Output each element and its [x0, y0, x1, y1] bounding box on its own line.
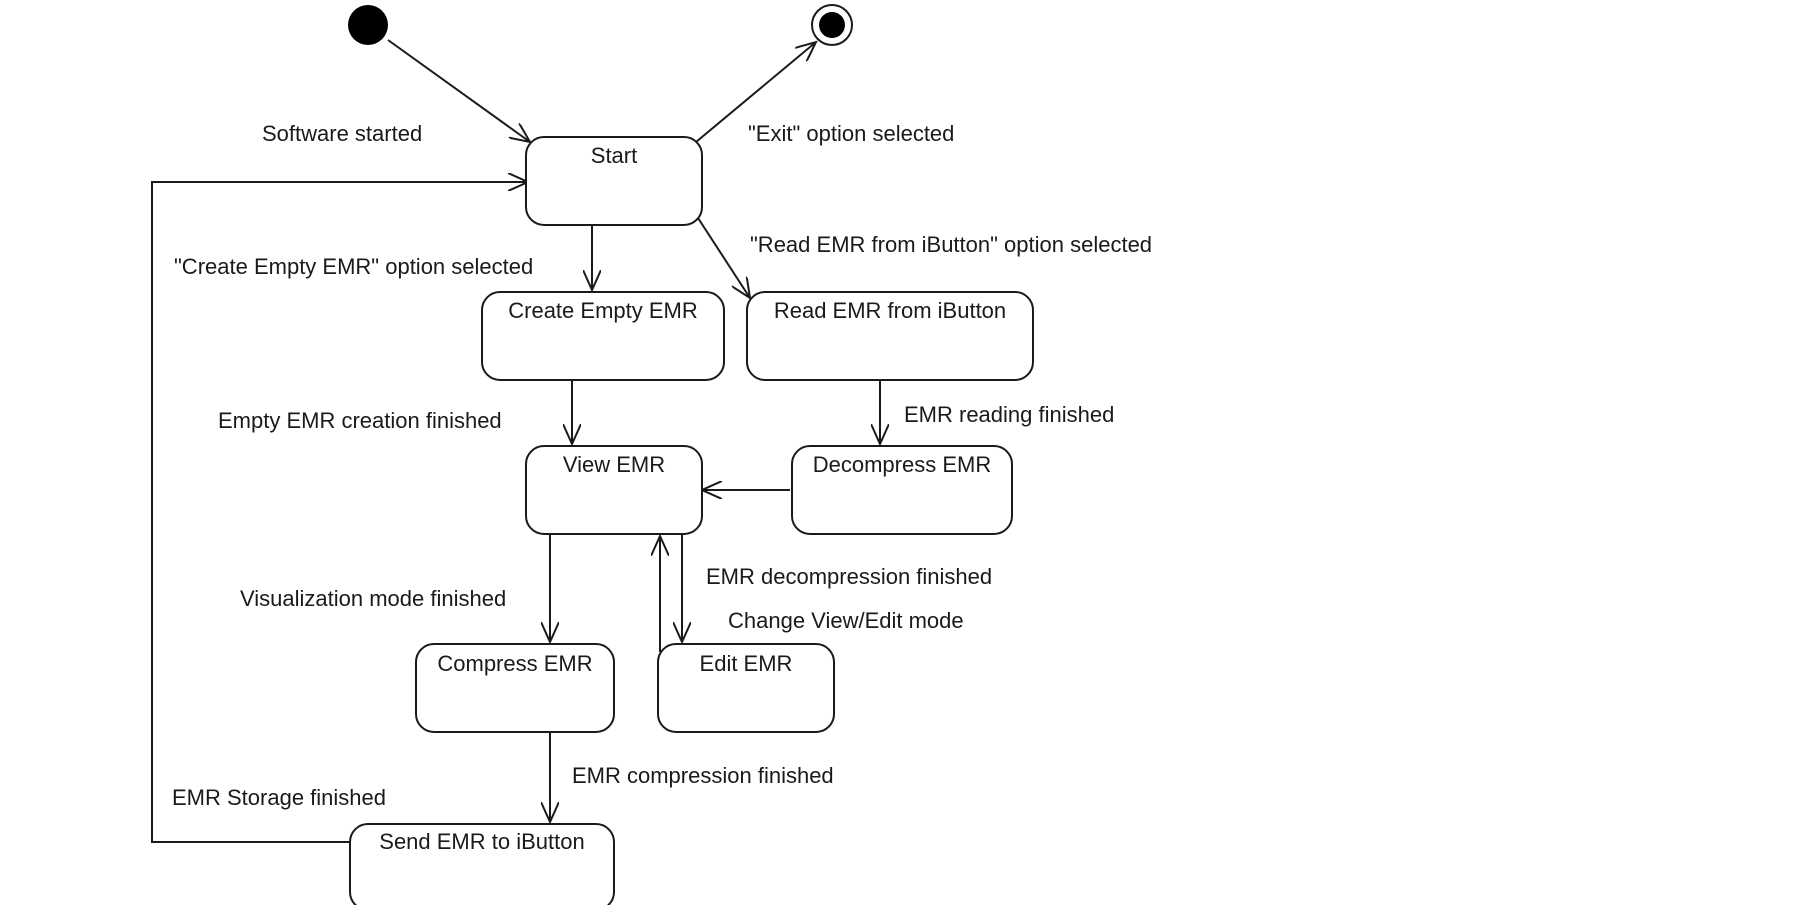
state-decompress-emr-label: Decompress EMR [813, 452, 991, 477]
edge-start-to-read [697, 217, 750, 298]
state-create-empty-emr: Create Empty EMR [481, 291, 725, 381]
state-compress-emr: Compress EMR [415, 643, 615, 733]
state-send-emr-to-ibutton-label: Send EMR to iButton [379, 829, 584, 854]
label-empty-creation-finished: Empty EMR creation finished [218, 408, 502, 433]
edge-initial-to-start [387, 39, 530, 142]
state-edit-emr-label: Edit EMR [700, 651, 793, 676]
state-view-emr: View EMR [525, 445, 703, 535]
label-visualization-finished: Visualization mode finished [240, 586, 506, 611]
label-read-selected: "Read EMR from iButton" option selected [750, 232, 1152, 257]
state-start: Start [525, 136, 703, 226]
edges [151, 39, 880, 843]
edge-start-to-final [695, 42, 816, 143]
state-read-emr-from-ibutton: Read EMR from iButton [746, 291, 1034, 381]
state-start-label: Start [591, 143, 637, 168]
label-create-selected: "Create Empty EMR" option selected [174, 254, 533, 279]
state-view-emr-label: View EMR [563, 452, 665, 477]
label-storage-finished: EMR Storage finished [172, 785, 386, 810]
state-send-emr-to-ibutton: Send EMR to iButton [349, 823, 615, 905]
initial-state-node [348, 5, 388, 45]
edge-send-to-start [151, 182, 528, 843]
label-reading-finished: EMR reading finished [904, 402, 1114, 427]
state-edit-emr: Edit EMR [657, 643, 835, 733]
state-create-empty-emr-label: Create Empty EMR [508, 298, 698, 323]
final-state-node [811, 4, 853, 46]
state-decompress-emr: Decompress EMR [791, 445, 1013, 535]
label-exit-selected: "Exit" option selected [748, 121, 954, 146]
state-compress-emr-label: Compress EMR [437, 651, 592, 676]
label-compression-finished: EMR compression finished [572, 763, 834, 788]
label-change-mode: Change View/Edit mode [728, 608, 964, 633]
label-decompression-finished: EMR decompression finished [706, 564, 992, 589]
label-software-started: Software started [262, 121, 422, 146]
state-read-emr-from-ibutton-label: Read EMR from iButton [774, 298, 1006, 323]
